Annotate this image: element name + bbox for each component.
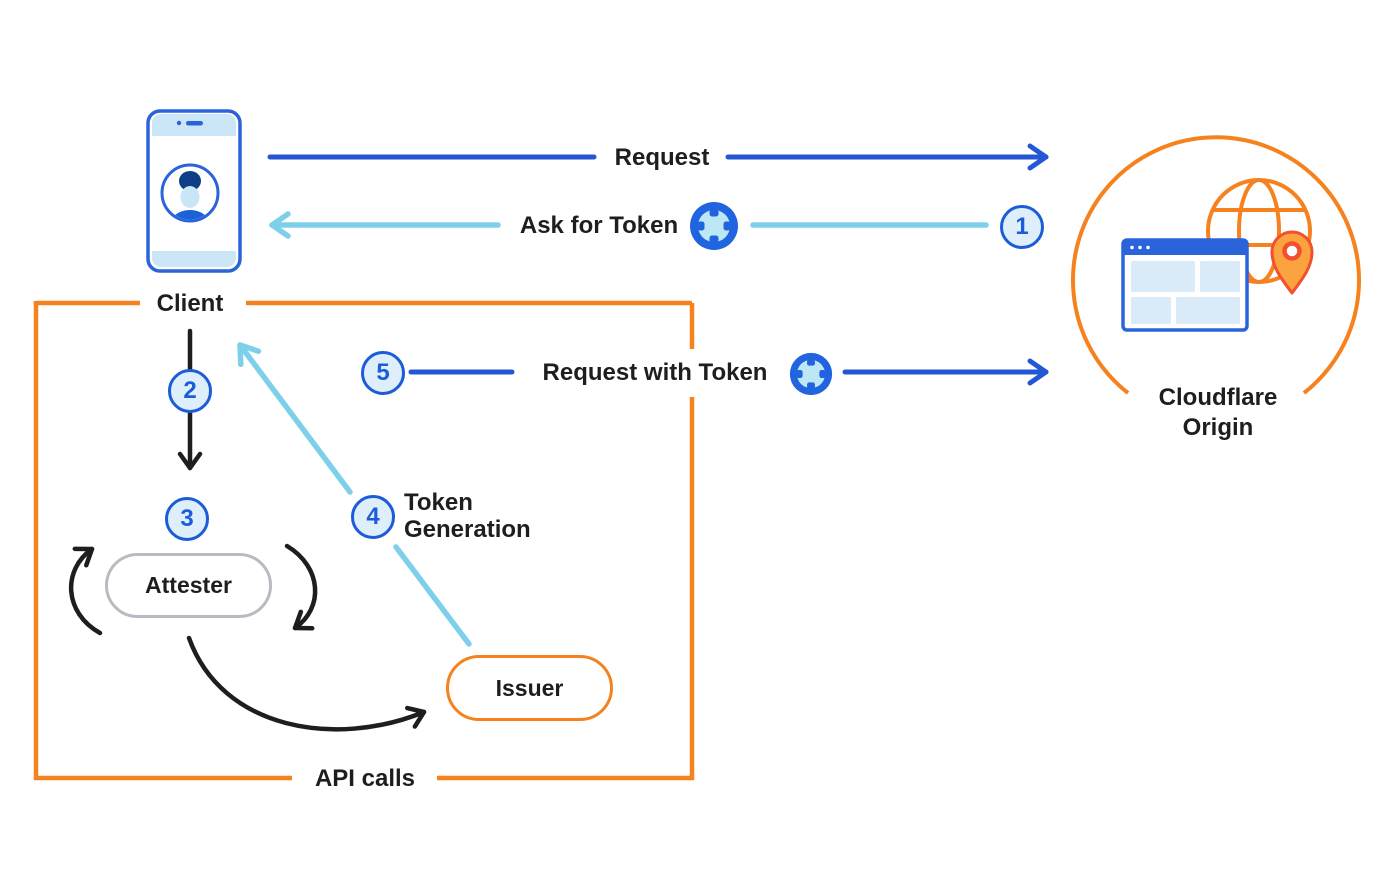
location-pin-icon [1270,230,1314,295]
attester-to-issuer-arrow [186,635,427,732]
client-phone-icon [146,109,242,273]
step-badge-3: 3 [165,497,209,541]
step-badge-5: 5 [361,351,405,395]
token-icon [690,202,738,250]
token-generation-arrow [237,342,472,647]
attester-node: Attester [105,553,272,618]
client-label: Client [156,290,224,317]
token-generation-line1: Token [404,489,473,516]
browser-window-icon [1121,238,1249,332]
cloudflare-origin-line1: Cloudflare [1158,384,1278,411]
cloudflare-origin-line2: Origin [1182,414,1254,441]
step-badge-2: 2 [168,369,212,413]
attester-label: Attester [145,572,232,598]
attester-cycle-left-arrow [68,546,103,636]
ask-for-token-label: Ask for Token [519,212,679,239]
issuer-node: Issuer [446,655,613,721]
request-with-token-label: Request with Token [542,359,768,386]
step-badge-4: 4 [351,495,395,539]
request-label: Request [614,144,710,171]
token-generation-label: Token Generation [404,489,531,543]
api-calls-label: API calls [314,765,416,792]
cloudflare-origin-circle [1071,135,1361,395]
attester-cycle-right-arrow [284,543,318,631]
user-avatar-icon [160,163,220,223]
phone-camera-dot [176,120,182,126]
step-badge-1: 1 [1000,205,1044,249]
cloudflare-origin-label: Cloudflare Origin [1159,383,1278,443]
phone-speaker [186,121,203,126]
api-calls-box-border [33,300,695,781]
token-generation-line2: Generation [404,516,531,543]
issuer-label: Issuer [495,674,564,701]
token-icon [789,352,833,396]
